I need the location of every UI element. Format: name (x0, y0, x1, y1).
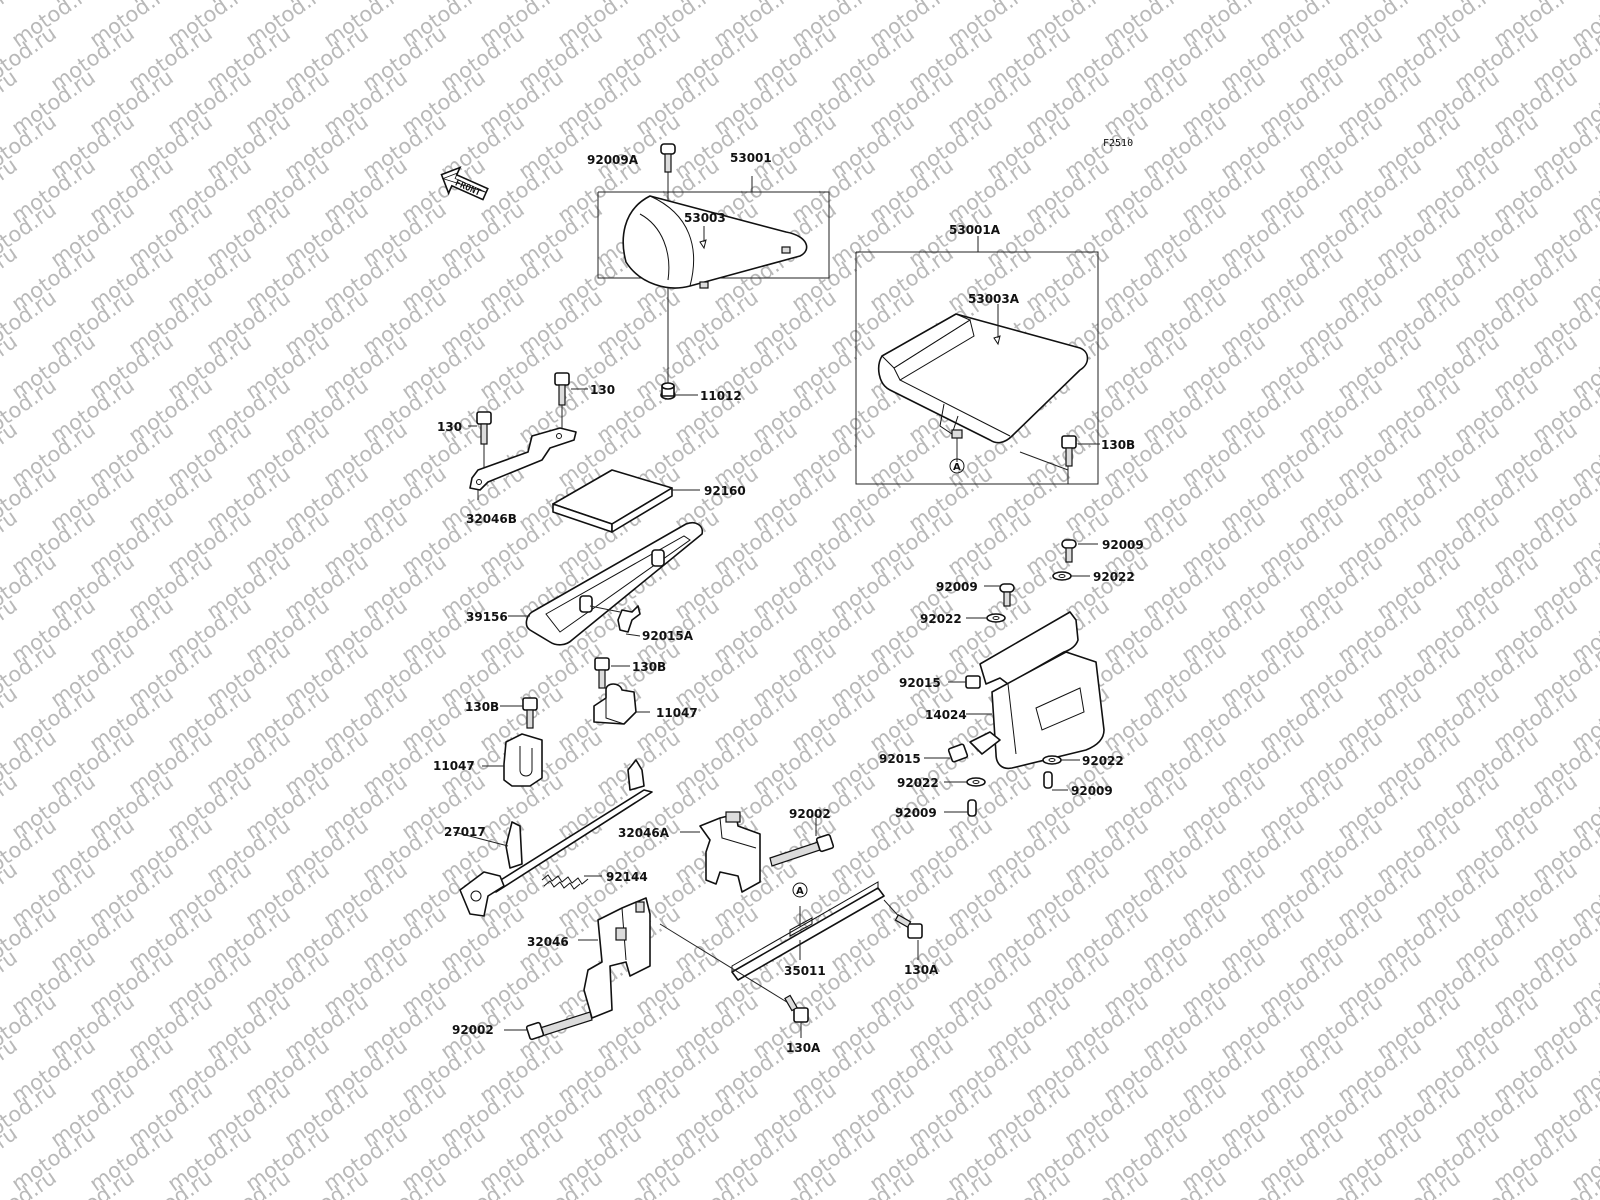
label-130-top: 130 (590, 383, 615, 397)
seat-emblem-icon (699, 239, 707, 250)
washer-92022-1 (1052, 571, 1072, 581)
label-130B-left: 130B (465, 700, 499, 714)
ref-marker-A-2: A (796, 886, 804, 897)
screw-92009-3 (1043, 771, 1053, 789)
bracket-32046 (578, 897, 651, 1019)
washer-92022-2 (986, 613, 1006, 623)
spring-92144 (541, 874, 602, 890)
label-92009-2: 92009 (936, 580, 978, 594)
part-labels: 92009A 53001 53003 11012 53001A 53003A 1… (433, 151, 1144, 1055)
label-92022-2: 92022 (920, 612, 962, 626)
label-92015A: 92015A (642, 629, 694, 643)
label-35011: 35011 (784, 964, 826, 978)
bolt-130A-bottom (784, 994, 809, 1023)
washer-92022-3 (966, 777, 986, 787)
label-92002-left: 92002 (452, 1023, 494, 1037)
label-39156: 39156 (466, 610, 508, 624)
label-53003A: 53003A (968, 292, 1020, 306)
bracket-32046B-group (468, 372, 588, 500)
label-11012: 11012 (700, 389, 742, 403)
screw-92009-1 (1061, 539, 1077, 563)
label-92009-1: 92009 (1102, 538, 1144, 552)
nut-92015-1 (965, 675, 981, 689)
nut-92015-2 (947, 743, 969, 763)
label-32046: 32046 (527, 935, 569, 949)
pad-92160 (552, 469, 700, 533)
label-53001: 53001 (730, 151, 772, 165)
label-92009-3: 92009 (1071, 784, 1113, 798)
label-92015-1: 92015 (899, 676, 941, 690)
seat-53001-group (597, 143, 830, 400)
label-11047-left: 11047 (433, 759, 475, 773)
clamp-11047-left-group (482, 697, 543, 787)
screw-92009-2 (999, 583, 1015, 607)
label-11047-right: 11047 (656, 706, 698, 720)
rod-27017 (453, 759, 653, 917)
seat-53001A-group: A (855, 236, 1100, 485)
label-130B-seat: 130B (1101, 438, 1135, 452)
ref-marker-A: A (953, 462, 961, 473)
seat-emblem-icon (993, 335, 1001, 346)
bolt-92002-left (504, 1011, 593, 1041)
bolt-130-left (476, 411, 492, 445)
label-92160: 92160 (704, 484, 746, 498)
label-92022-3: 92022 (897, 776, 939, 790)
bracket-32046A (680, 811, 761, 893)
label-32046B: 32046B (466, 512, 517, 526)
figure-code: F2510 (1103, 138, 1133, 149)
label-130A-bottom: 130A (786, 1041, 821, 1055)
label-92022-1: 92022 (1093, 570, 1135, 584)
bolt-92002-right (769, 818, 835, 867)
grommet-11012 (660, 382, 676, 400)
label-92009A: 92009A (587, 153, 639, 167)
bolt-130B-left (522, 697, 538, 729)
label-130-left: 130 (437, 420, 462, 434)
label-53001A: 53001A (949, 223, 1001, 237)
label-32046A: 32046A (618, 826, 670, 840)
lock-39156 (508, 521, 704, 646)
bolt-130B-seat (1061, 435, 1077, 467)
label-27017: 27017 (444, 825, 486, 839)
bolt-130B-mid (594, 657, 610, 689)
label-92009-4: 92009 (895, 806, 937, 820)
label-130B-mid: 130B (632, 660, 666, 674)
label-130A-right: 130A (904, 963, 939, 977)
bar-35011: A (659, 881, 923, 1038)
bolt-130A-right (894, 914, 923, 939)
screw-92009-4 (967, 799, 977, 817)
label-92002-right: 92002 (789, 807, 831, 821)
bolt-92009A (660, 143, 676, 173)
label-14024: 14024 (925, 708, 967, 722)
label-92022-4: 92022 (1082, 754, 1124, 768)
clamp-11047-right-group (593, 657, 650, 725)
washer-92022-4 (1042, 755, 1062, 765)
guard-14024-group (924, 539, 1105, 817)
label-92144: 92144 (606, 870, 648, 884)
label-53003: 53003 (684, 211, 726, 225)
label-92015-2: 92015 (879, 752, 921, 766)
